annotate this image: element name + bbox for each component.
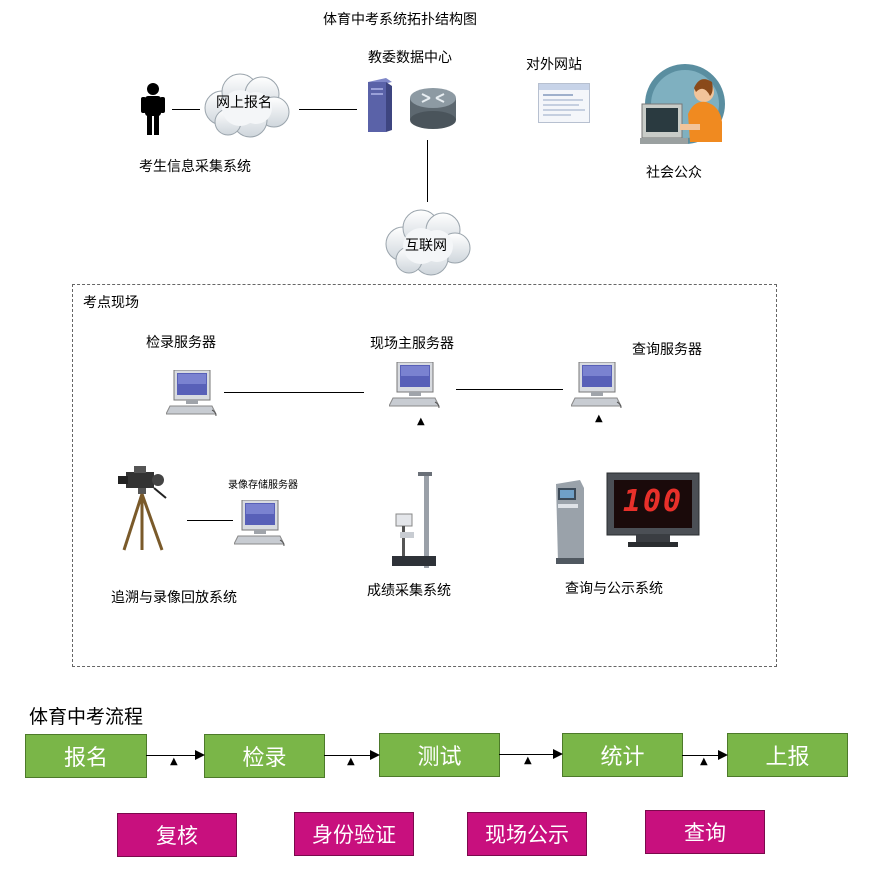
substep-query: 查询 <box>645 810 765 854</box>
flow-step-report: 上报 <box>727 733 848 777</box>
flow-step-test: 测试 <box>379 733 500 777</box>
trace-system-label: 追溯与录像回放系统 <box>111 590 237 606</box>
public-label: 社会公众 <box>646 165 702 181</box>
site-boundary <box>72 284 777 667</box>
connector-line <box>187 520 233 521</box>
computer-icon <box>166 370 217 416</box>
checkin-server-label: 检录服务器 <box>146 335 216 351</box>
server-tower-icon <box>368 78 392 132</box>
triangle-marker-icon: ▲ <box>170 756 178 767</box>
person-icon <box>141 83 165 135</box>
triangle-marker-icon: ▲ <box>347 756 355 767</box>
flow-step-checkin: 检录 <box>204 734 325 778</box>
router-icon <box>410 88 456 129</box>
cloud-online-signup-label: 网上报名 <box>216 95 272 111</box>
substep-onsite-publication: 现场公示 <box>467 812 587 856</box>
query-server-label: 查询服务器 <box>632 342 702 358</box>
connector-line <box>299 109 357 110</box>
flow-step-statistics: 统计 <box>562 733 683 777</box>
computer-icon <box>571 362 622 408</box>
substep-review: 复核 <box>117 813 237 857</box>
diagram-title: 体育中考系统拓扑结构图 <box>323 12 477 28</box>
public-user-at-computer-icon <box>640 64 725 144</box>
arrowhead-icon <box>370 750 380 760</box>
arrowhead-icon <box>195 750 205 760</box>
arrowhead-icon <box>718 750 728 760</box>
arrowhead-icon <box>553 749 563 759</box>
examinee-system-label: 考生信息采集系统 <box>139 159 251 175</box>
connector-line <box>172 109 200 110</box>
connector-line <box>427 140 428 202</box>
flow-arrow <box>324 755 376 756</box>
computer-icon <box>234 500 285 546</box>
query-publish-system-label: 查询与公示系统 <box>565 581 663 597</box>
substep-identity-verification: 身份验证 <box>294 812 414 856</box>
led-display-value: 100 <box>622 484 684 519</box>
connector-line <box>456 389 563 390</box>
video-camera-tripod-icon <box>118 466 167 551</box>
site-label: 考点现场 <box>83 295 139 311</box>
score-system-label: 成绩采集系统 <box>367 583 451 599</box>
computer-icon <box>389 362 440 408</box>
kiosk-icon <box>556 480 584 564</box>
flow-title: 体育中考流程 <box>29 706 144 728</box>
triangle-marker-icon: ▲ <box>524 755 532 766</box>
triangle-marker-icon: ▲ <box>700 756 708 767</box>
internet-label: 互联网 <box>405 238 447 254</box>
triangle-marker-icon: ▲ <box>417 416 425 427</box>
connector-line <box>224 392 364 393</box>
flow-arrow <box>682 755 724 756</box>
height-measuring-device-icon <box>392 472 436 568</box>
main-server-label: 现场主服务器 <box>370 336 454 352</box>
cloud-icon <box>204 73 290 138</box>
triangle-marker-icon: ▲ <box>595 413 603 424</box>
flow-arrow <box>499 754 559 755</box>
webpage-icon <box>538 83 590 123</box>
cloud-icon <box>385 209 471 276</box>
flow-step-signup: 报名 <box>25 734 147 778</box>
external-site-label: 对外网站 <box>526 57 582 73</box>
flow-arrow <box>146 755 200 756</box>
led-display-icon <box>606 472 700 547</box>
video-storage-server-label: 录像存储服务器 <box>228 480 298 491</box>
data-center-label: 教委数据中心 <box>368 50 452 66</box>
